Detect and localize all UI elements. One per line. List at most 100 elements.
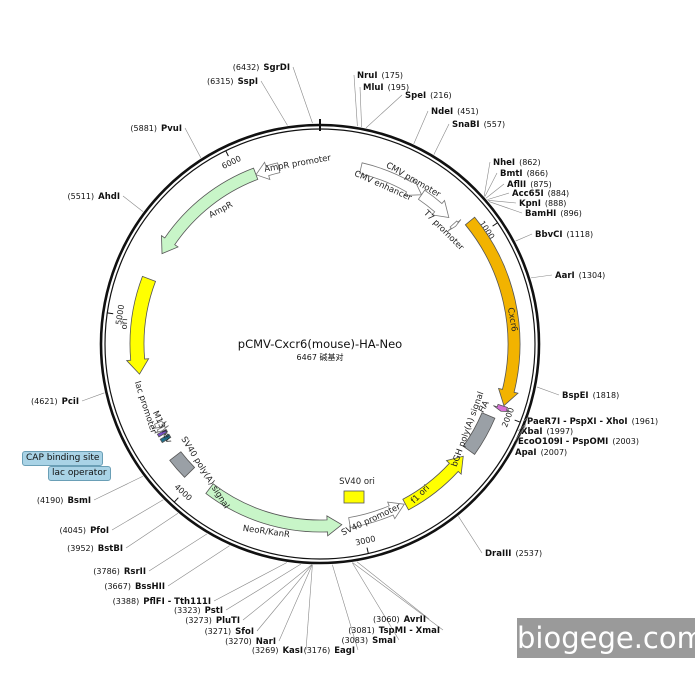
enzyme-position: (1304) <box>579 271 606 280</box>
enzyme-position: (175) <box>382 71 404 80</box>
enzyme-label: (3270)NarI <box>225 637 276 647</box>
enzyme-avrii[interactable]: (3060)AvrII <box>356 561 430 625</box>
enzyme-position: (4621) <box>31 397 58 406</box>
enzyme-name: EcoO109I - PspOMI <box>518 437 608 447</box>
enzyme-ecoo109i-pspomi[interactable]: EcoO109I - PspOMI(2003) <box>514 424 639 447</box>
enzyme-apai[interactable]: ApaI(2007) <box>511 425 567 458</box>
enzyme-ahdi[interactable]: (5511)AhdI <box>68 192 144 212</box>
enzyme-sgrdi[interactable]: (6432)SgrDI <box>233 63 313 124</box>
enzyme-rsrii[interactable]: (3786)RsrII <box>93 533 208 577</box>
enzyme-pfoi[interactable]: (4045)PfoI <box>59 499 164 536</box>
enzyme-label: PaeR7I - PspXI - XhoI(1961) <box>527 417 658 427</box>
enzyme-pcii[interactable]: (4621)PciI <box>31 392 105 407</box>
enzyme-name: NarI <box>256 637 276 647</box>
feature-cmv-enhancer[interactable] <box>359 162 423 196</box>
enzyme-label: NruI(175) <box>357 71 403 81</box>
enzyme-aari[interactable]: AarI(1304) <box>530 271 605 281</box>
enzyme-sfoi[interactable]: (3271)SfoI <box>205 564 313 637</box>
restriction-site-layer: (6432)SgrDI(6315)SspINruI(175)MluI(195)S… <box>31 63 658 656</box>
feature-ori[interactable] <box>125 275 157 375</box>
feature-neor[interactable] <box>205 483 343 537</box>
enzyme-nrui[interactable]: NruI(175) <box>353 71 403 127</box>
enzyme-acc65i[interactable]: Acc65I(884) <box>487 189 569 200</box>
enzyme-label: (3271)SfoI <box>205 627 254 637</box>
enzyme-psti[interactable]: (3323)PstI <box>174 563 301 616</box>
feature-lac-promoter[interactable] <box>151 420 167 429</box>
enzyme-paer7i-pspxi-xhoi[interactable]: PaeR7I - PspXI - XhoI(1961) <box>523 416 658 427</box>
enzyme-leader-line <box>332 564 359 651</box>
enzyme-leader-line <box>365 94 403 129</box>
enzyme-name: SspI <box>238 77 258 87</box>
feature-lac-operator[interactable] <box>156 428 169 438</box>
enzyme-label: SpeI(216) <box>405 91 452 101</box>
enzyme-ndei[interactable]: NdeI(451) <box>413 107 479 144</box>
enzyme-spei[interactable]: SpeI(216) <box>365 91 452 129</box>
enzyme-position: (875) <box>530 180 552 189</box>
enzyme-label: (6315)SspI <box>207 77 258 87</box>
enzyme-pflfi-tth111i[interactable]: (3388)PflFI - Tth111I <box>113 562 288 607</box>
feature-m13rev[interactable] <box>154 425 169 434</box>
enzyme-kpni[interactable]: KpnI (888) <box>487 199 567 209</box>
enzyme-leader-line <box>111 499 164 531</box>
enzyme-position: (3323) <box>174 606 201 615</box>
callout-cap-binding-site[interactable]: CAP binding site <box>22 451 104 466</box>
feature-ampr[interactable] <box>161 167 259 255</box>
enzyme-snabi[interactable]: SnaBI(557) <box>433 120 505 155</box>
enzyme-position: (888) <box>545 199 567 208</box>
enzyme-leader-line <box>413 110 429 144</box>
enzyme-name: PflFI - Tth111I <box>143 597 211 607</box>
enzyme-leader-line <box>167 545 230 587</box>
enzyme-leader-line <box>225 563 301 611</box>
enzyme-kasi[interactable]: (3269)KasI <box>252 564 313 656</box>
enzyme-tspmi-xmai[interactable]: (3081)TspMI - XmaI <box>348 562 444 636</box>
enzyme-position: (884) <box>548 189 570 198</box>
enzyme-leader-line <box>122 195 144 212</box>
feature-sv40-promoter[interactable] <box>348 501 405 528</box>
enzyme-eagi[interactable]: (3176)EagI <box>304 564 359 656</box>
enzyme-label: (6432)SgrDI <box>233 63 290 73</box>
enzyme-bspei[interactable]: BspEI(1818) <box>536 386 619 401</box>
enzyme-leader-line <box>184 127 202 159</box>
feature-t7-promoter[interactable] <box>447 219 462 232</box>
enzyme-label: (3323)PstI <box>174 606 223 616</box>
enzyme-bamhi[interactable]: BamHI(896) <box>488 201 582 219</box>
enzyme-nari[interactable]: (3270)NarI <box>225 564 313 647</box>
enzyme-name: ApaI <box>515 448 537 458</box>
enzyme-bsmi[interactable]: (4190)BsmI <box>37 475 144 506</box>
enzyme-name: KpnI <box>519 199 541 209</box>
enzyme-bstbi[interactable]: (3952)BstBI <box>67 513 179 554</box>
enzyme-leader-line <box>484 172 498 197</box>
feature-sv40-ori[interactable] <box>343 490 365 504</box>
feature-ampr-promoter[interactable] <box>255 161 281 181</box>
enzyme-draiii[interactable]: DraIII(2537) <box>458 516 542 559</box>
enzyme-smai[interactable]: (3083)SmaI <box>342 562 400 646</box>
enzyme-pluti[interactable]: (3273)PluTI <box>185 564 312 626</box>
enzyme-bbvci[interactable]: BbvCI(1118) <box>515 230 594 242</box>
enzyme-name: PfoI <box>90 526 109 536</box>
enzyme-name: RsrII <box>124 567 146 577</box>
feature-bgh[interactable] <box>462 412 496 455</box>
enzyme-bmti[interactable]: BmtI(866) <box>484 169 548 197</box>
enzyme-aflii[interactable]: AflII(875) <box>485 180 552 199</box>
enzyme-name: NdeI <box>431 107 453 117</box>
enzyme-label: AarI(1304) <box>555 271 605 281</box>
feature-sv40-polya[interactable] <box>169 451 196 478</box>
enzyme-leader-line <box>485 183 505 199</box>
enzyme-bsshii[interactable]: (3667)BssHII <box>104 545 230 592</box>
feature-ha[interactable] <box>493 403 511 413</box>
feature-f1ori[interactable] <box>402 455 464 511</box>
enzyme-xbai[interactable]: XbaI(1997) <box>517 423 573 437</box>
feature-cap[interactable] <box>159 433 172 444</box>
callout-lac-operator[interactable]: lac operator <box>48 466 111 481</box>
enzyme-label: (5881)PvuI <box>130 124 182 134</box>
enzyme-position: (216) <box>430 91 452 100</box>
enzyme-sspi[interactable]: (6315)SspI <box>207 77 288 126</box>
enzyme-mlui[interactable]: MluI(195) <box>359 83 409 127</box>
feature-cxcr6[interactable] <box>464 216 521 407</box>
plasmid-name: pCMV-Cxcr6(mouse)-HA-Neo <box>238 337 402 351</box>
feature-cmv-promoter[interactable] <box>417 189 450 219</box>
enzyme-position: (3083) <box>342 636 369 645</box>
enzyme-nhei[interactable]: NheI(862) <box>483 158 541 197</box>
enzyme-name: XbaI <box>521 427 543 437</box>
enzyme-pvui[interactable]: (5881)PvuI <box>130 124 202 159</box>
